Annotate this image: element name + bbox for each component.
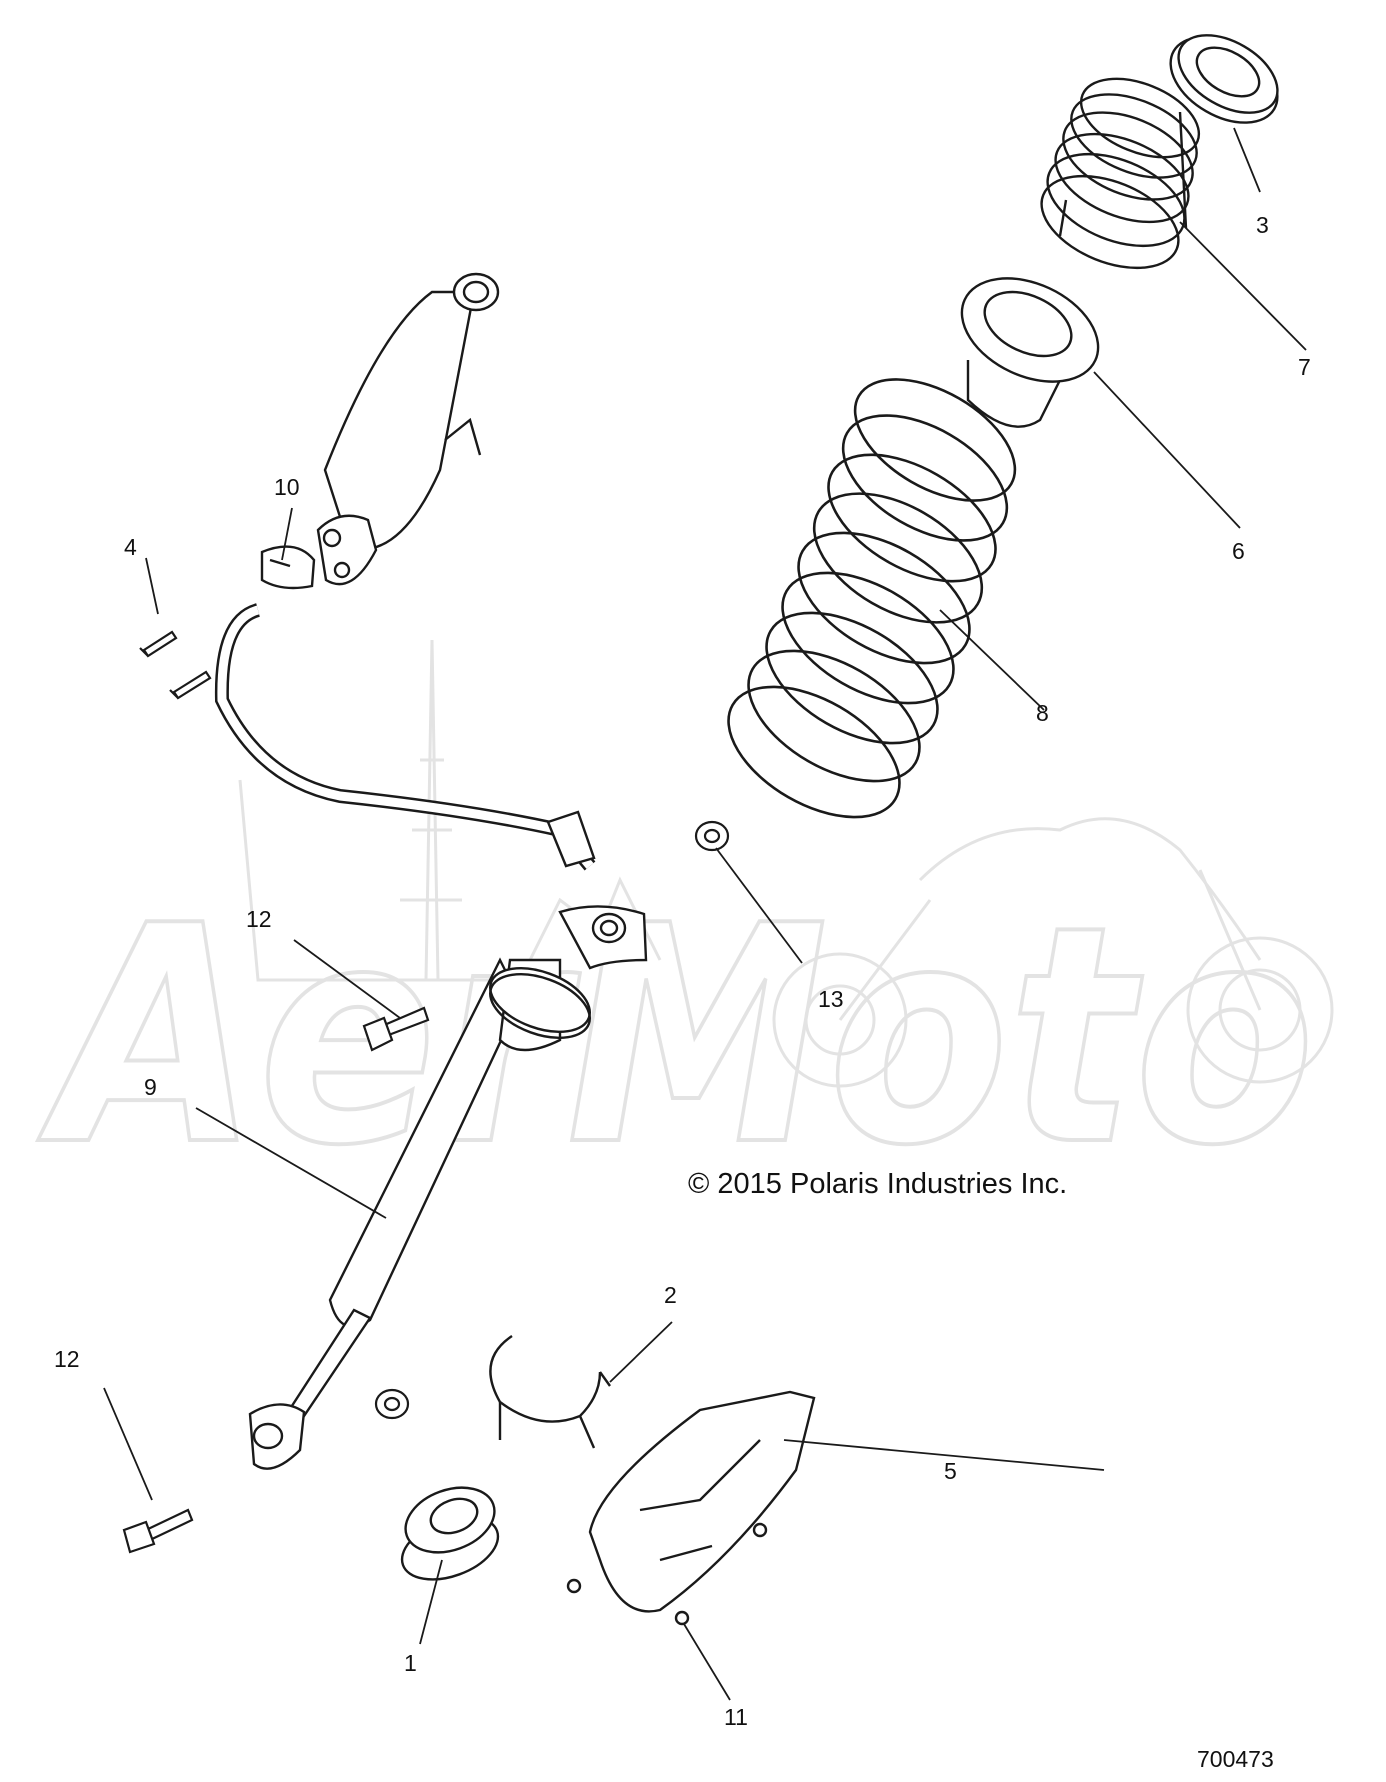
part-6-spring-cup bbox=[960, 277, 1100, 428]
part-1-lower-seat bbox=[400, 1486, 500, 1581]
copyright-notice: © 2015 Polaris Industries Inc. bbox=[688, 1168, 1068, 1200]
part-13-bushing bbox=[374, 820, 730, 1420]
callout-8: 8 bbox=[1036, 700, 1049, 726]
watermark-text: AerMoto bbox=[34, 862, 1315, 1211]
callout-7: 7 bbox=[1298, 354, 1311, 380]
callout-11: 11 bbox=[724, 1704, 748, 1730]
diagram-id: 700473 bbox=[1197, 1746, 1274, 1772]
callout-2: 2 bbox=[664, 1282, 677, 1308]
part-7-tender-spring bbox=[1040, 77, 1201, 270]
callout-13: 13 bbox=[818, 986, 844, 1012]
callout-9: 9 bbox=[144, 1074, 157, 1100]
callout-12-lower: 12 bbox=[54, 1346, 80, 1372]
callout-5: 5 bbox=[944, 1458, 957, 1484]
callout-4: 4 bbox=[124, 534, 137, 560]
callout-12-upper: 12 bbox=[246, 906, 272, 932]
part-9-shock-absorber bbox=[214, 272, 648, 1470]
part-12-bolt-lower bbox=[122, 1508, 194, 1554]
callout-10: 10 bbox=[274, 474, 300, 500]
callout-3: 3 bbox=[1256, 212, 1269, 238]
part-4-screws bbox=[139, 630, 212, 700]
part-5-guard bbox=[566, 1390, 816, 1626]
part-3-spring-seat bbox=[1169, 34, 1279, 124]
part-2-retaining-clip bbox=[489, 1335, 611, 1449]
leader-lines bbox=[103, 127, 1307, 1701]
callout-1: 1 bbox=[404, 1650, 417, 1676]
part-8-main-spring bbox=[727, 378, 1017, 819]
part-12-bolt-upper bbox=[362, 1006, 430, 1052]
callout-6: 6 bbox=[1232, 538, 1245, 564]
